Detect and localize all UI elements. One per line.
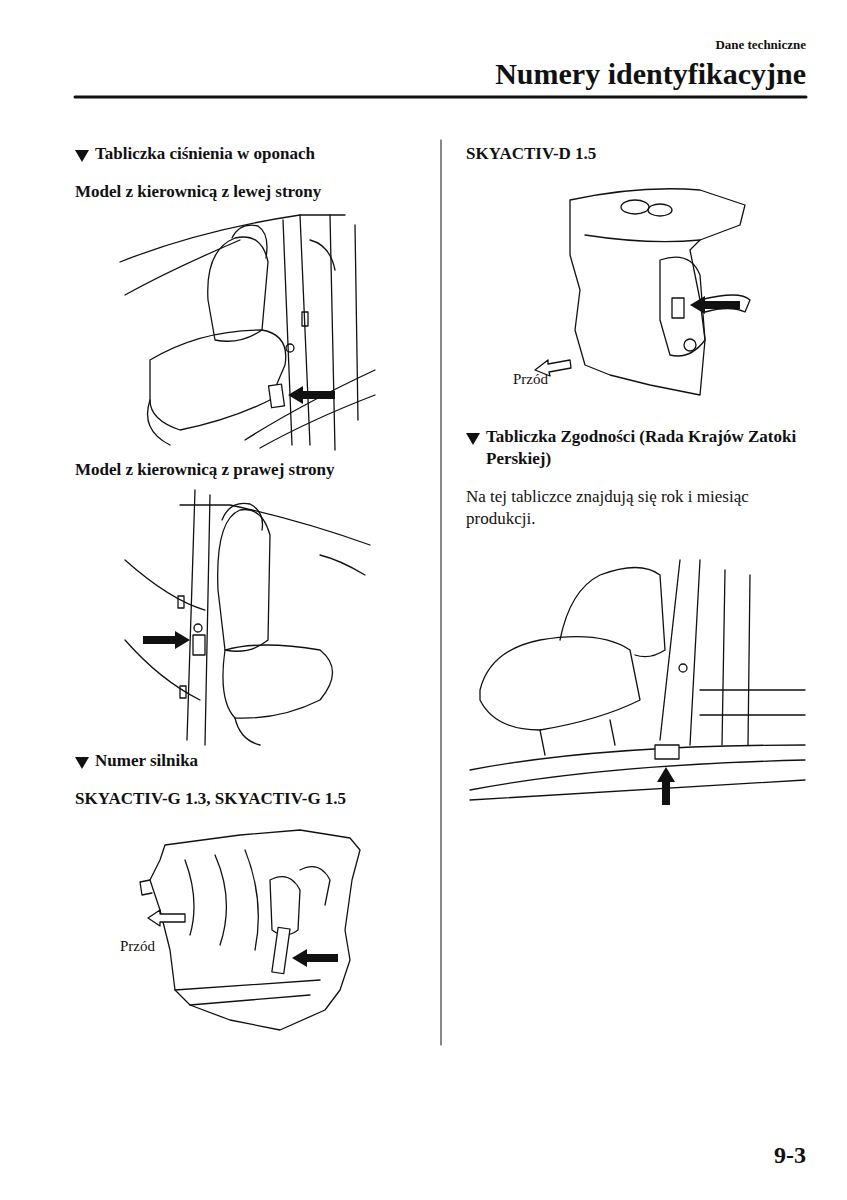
direction-label: Przód <box>513 370 548 390</box>
section-marker <box>75 150 89 162</box>
body-text: Na tej tabliczce znajdują się rok i mies… <box>466 486 811 530</box>
page-number: 9-3 <box>774 1140 806 1171</box>
sub-heading: Model z kierownicą z lewej strony <box>75 181 321 203</box>
chapter-header: Dane techniczne <box>715 37 806 54</box>
sub-heading: Model z kierownicą z prawej strony <box>75 459 335 481</box>
section-heading: Tabliczka ciśnienia w oponach <box>95 143 315 165</box>
header-rule <box>75 96 806 99</box>
section-marker <box>466 433 480 445</box>
sill-plate-illustration <box>470 560 805 805</box>
section-heading: Tabliczka Zgodności (Rada Krajów Zatoki … <box>486 426 811 470</box>
sub-heading: SKYACTIV-G 1.3, SKYACTIV-G 1.5 <box>75 788 346 810</box>
page-title: Numery identyfikacyjne <box>495 54 806 93</box>
section-heading: Numer silnika <box>95 750 198 772</box>
rhd-door-illustration <box>125 490 370 745</box>
sub-heading: SKYACTIV-D 1.5 <box>466 143 596 165</box>
column-divider <box>441 140 442 1045</box>
diesel-engine-illustration <box>535 189 750 395</box>
direction-label: Przód <box>120 937 155 957</box>
lhd-door-illustration <box>120 215 375 450</box>
section-marker <box>75 757 89 769</box>
petrol-engine-illustration <box>140 830 360 1030</box>
